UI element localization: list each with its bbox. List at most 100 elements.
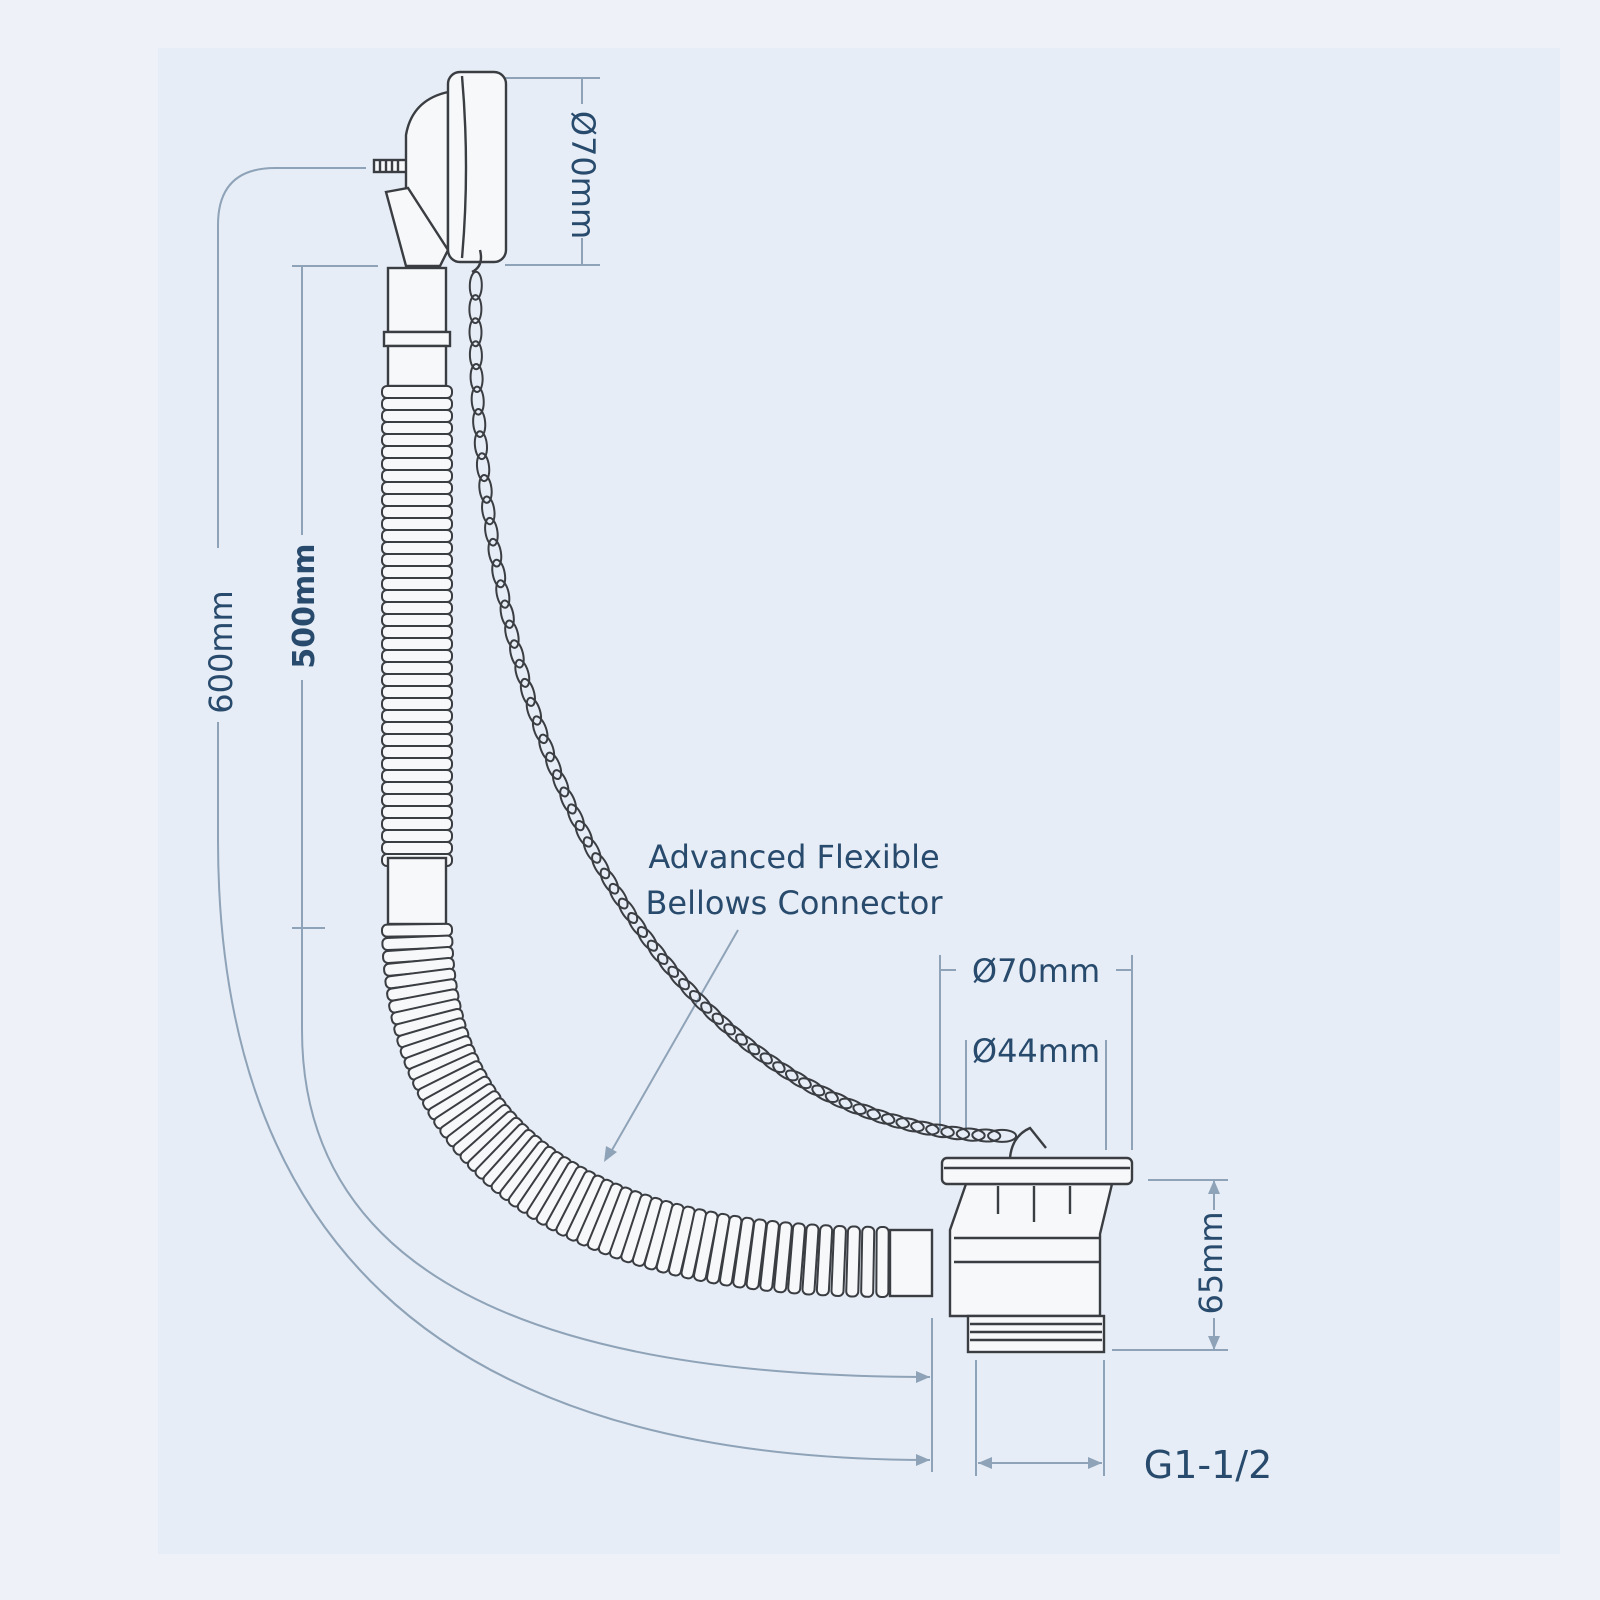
chain-link — [636, 926, 659, 952]
chain-link — [514, 658, 531, 688]
chain-link — [971, 1128, 1002, 1143]
overflow-pipe — [382, 266, 452, 388]
waste-height-label: 65mm — [1192, 1211, 1230, 1314]
chain-link — [852, 1103, 882, 1121]
bellows-curved-section — [380, 922, 890, 1299]
chain-link — [646, 939, 669, 965]
chain-link — [473, 430, 489, 461]
chain-link — [895, 1117, 925, 1133]
bellows-rib — [381, 805, 453, 819]
bellows-rib — [381, 625, 453, 639]
overflow-diameter-label: Ø70mm — [564, 111, 602, 239]
bellows-rib — [381, 577, 453, 591]
chain-link — [472, 408, 487, 438]
chain-link — [689, 990, 713, 1014]
bellows-rib — [381, 469, 453, 483]
bellows-rib — [381, 493, 453, 507]
chain-link — [925, 1123, 955, 1139]
chain-link — [538, 733, 556, 763]
chain-link — [525, 696, 543, 726]
chain-link — [940, 1125, 971, 1141]
overflow-head — [372, 70, 508, 274]
bellows-rib — [381, 589, 453, 603]
bellows-rib — [787, 1222, 807, 1295]
bellows-rib — [381, 529, 453, 543]
length-bellows-label: 500mm — [287, 543, 322, 668]
bellows-rib — [381, 505, 453, 519]
chain-link — [469, 363, 484, 393]
bellows-rib — [381, 517, 453, 531]
chain-link — [559, 786, 578, 815]
chain-link — [797, 1077, 826, 1097]
bellows-rib — [381, 637, 453, 651]
waste-inner-diameter-label: Ø44mm — [972, 1032, 1100, 1070]
bellows-rib — [381, 385, 453, 399]
bellows-rib — [773, 1221, 793, 1294]
bellows-straight-section — [381, 385, 453, 867]
bellows-rib — [732, 1216, 755, 1289]
chain-link — [478, 473, 493, 504]
bellows-rib — [875, 1225, 890, 1299]
waste-outlet — [888, 1126, 1134, 1354]
chain-link — [481, 495, 496, 526]
bellows-rib — [381, 649, 453, 663]
bellows-rib — [381, 661, 453, 675]
chain-link — [475, 452, 491, 483]
bellows-rib — [381, 397, 453, 411]
bellows-rib — [830, 1224, 847, 1298]
chain-link — [987, 1128, 1018, 1143]
pipe-collar — [386, 856, 448, 926]
bellows-rib — [381, 709, 453, 723]
chain-link — [599, 867, 620, 895]
bellows-rib — [381, 841, 453, 855]
bellows-rib — [381, 445, 453, 459]
bellows-rib — [381, 673, 453, 687]
bellows-rib — [381, 553, 453, 567]
chain-link — [667, 965, 690, 991]
chain-link — [811, 1084, 839, 1104]
chain-link — [509, 639, 525, 669]
chain-link — [711, 1012, 736, 1036]
bellows-rib — [381, 781, 453, 795]
bellows-rib — [845, 1225, 861, 1298]
bellows-rib — [381, 733, 453, 747]
chain-link — [784, 1069, 812, 1090]
callout-line-2: Bellows Connector — [645, 884, 943, 922]
chain-link — [468, 317, 483, 348]
bellows-rib — [381, 409, 453, 423]
waste-outer-diameter-label: Ø70mm — [972, 952, 1100, 990]
bellows-rib — [815, 1224, 834, 1297]
bellows-rib — [381, 757, 453, 771]
bellows-rib — [381, 613, 453, 627]
bellows-rib — [381, 829, 453, 843]
bellows-rib — [381, 697, 453, 711]
chain-link — [700, 1001, 725, 1025]
chain-link — [955, 1127, 986, 1142]
bellows-rib — [381, 481, 453, 495]
bellows-rib — [759, 1219, 780, 1292]
chain-link — [591, 852, 611, 880]
bellows-rib — [381, 541, 453, 555]
callout-line-1: Advanced Flexible — [648, 838, 939, 876]
chain-link — [759, 1052, 786, 1074]
chain-link — [519, 677, 536, 707]
bellows-rib — [381, 769, 453, 783]
chain-link — [608, 882, 629, 910]
chain-link — [656, 952, 680, 978]
chain-link — [910, 1120, 940, 1136]
chain-link — [551, 769, 570, 798]
chain-link — [735, 1033, 761, 1056]
chain-link — [747, 1043, 773, 1065]
bellows-rib — [381, 421, 453, 435]
bellows-rib — [745, 1218, 768, 1291]
thread-size-label: G1-1/2 — [1144, 1443, 1273, 1487]
chain-link — [495, 579, 511, 609]
bellows-rib — [381, 817, 453, 831]
bellows-rib — [380, 922, 454, 938]
chain-link — [504, 619, 520, 649]
length-total-label: 600mm — [202, 590, 240, 713]
bellows-rib — [381, 457, 453, 471]
chain-link — [531, 715, 549, 745]
